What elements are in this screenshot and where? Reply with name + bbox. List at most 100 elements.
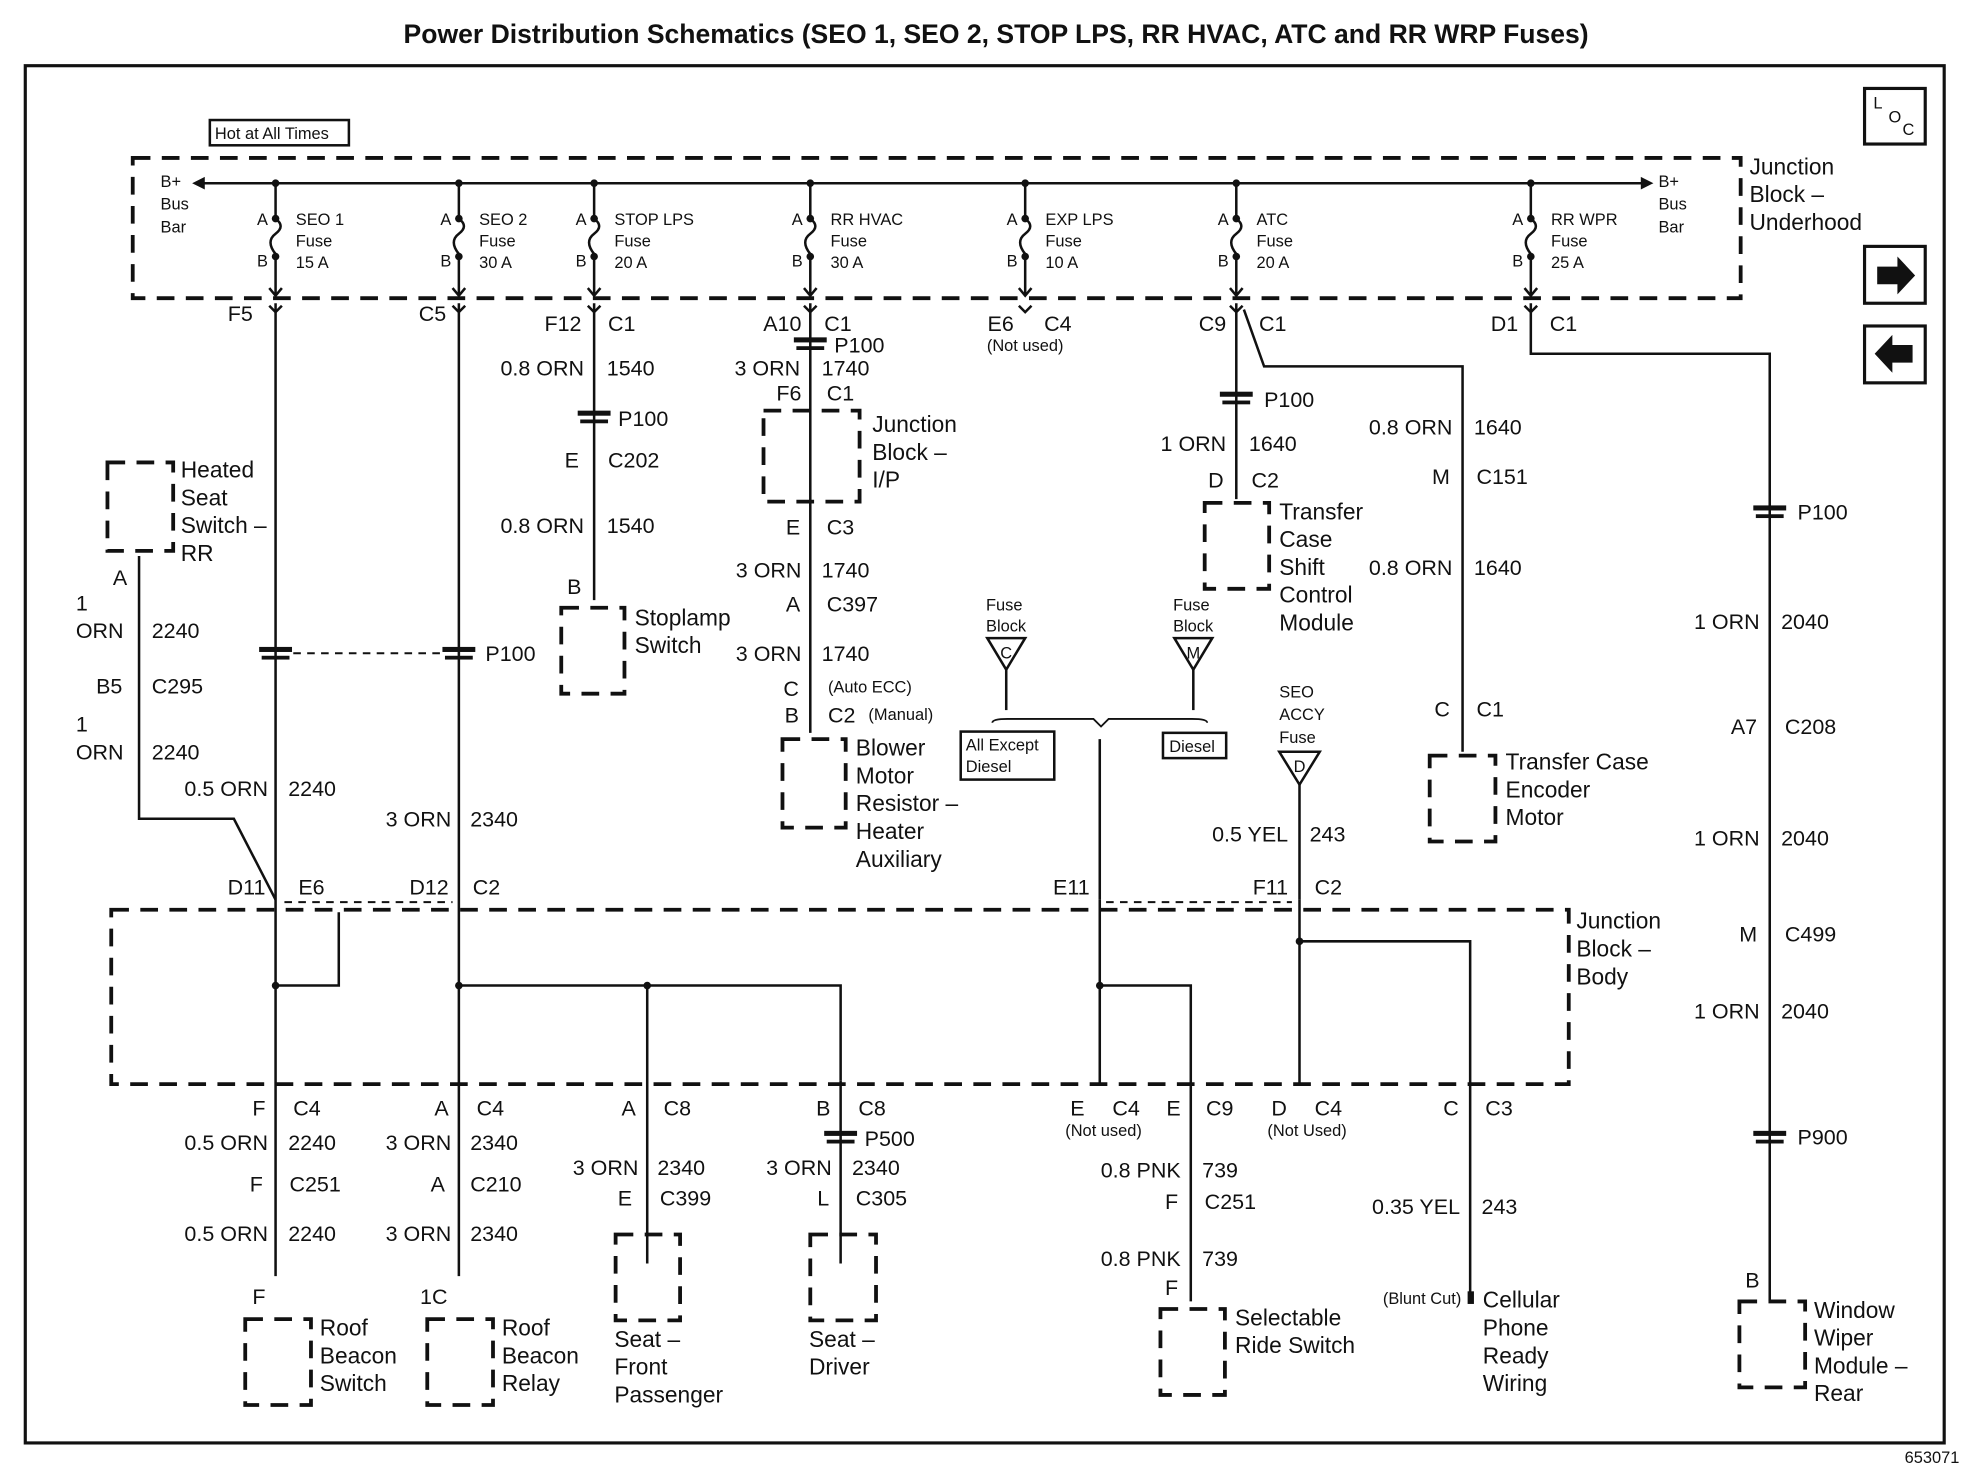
svg-text:Driver: Driver: [809, 1354, 870, 1380]
svg-text:Fuse: Fuse: [1279, 729, 1315, 747]
wire-gauge: 0.8 ORN: [1369, 556, 1453, 580]
next-page-button[interactable]: [1862, 244, 1927, 305]
splice-label: P100: [485, 642, 535, 666]
pin-label: B5: [96, 675, 122, 699]
svg-text:Switch: Switch: [320, 1370, 387, 1396]
pin-label: D: [1271, 1097, 1287, 1121]
wire-gauge: 3 ORN: [386, 1222, 452, 1246]
pin-label: E6: [988, 312, 1014, 336]
svg-text:Roof: Roof: [320, 1315, 369, 1341]
wire-gauge: 3 ORN: [386, 1131, 452, 1155]
svg-text:Seat –: Seat –: [614, 1326, 680, 1352]
hot-at-all-times-badge: Hot at All Times: [208, 118, 351, 147]
svg-text:Shift: Shift: [1279, 554, 1325, 580]
svg-text:Fuse: Fuse: [1173, 596, 1209, 614]
connector-label: C399: [660, 1186, 711, 1210]
loc-button[interactable]: L O C: [1862, 86, 1927, 146]
splice-p100-wpr: [1753, 505, 1787, 519]
busbar-right-label: B+ Bus Bar: [1659, 173, 1687, 236]
wire-circuit: 2340: [470, 1131, 518, 1155]
fuse-rating: 30 A: [831, 254, 864, 272]
fuse-pin-a: A: [440, 211, 451, 229]
stoplamp-switch-box: [559, 605, 627, 696]
pin-label: F: [250, 1173, 263, 1197]
wire-gauge: 0.5 ORN: [184, 1131, 268, 1155]
fuse-word: Fuse: [479, 232, 515, 250]
pin-label: F11: [1253, 876, 1288, 900]
pin-label: E: [786, 515, 800, 539]
connector-label: C8: [858, 1097, 885, 1121]
fuse-name: RR HVAC: [831, 211, 904, 229]
fuse-symbol-icon: [1524, 217, 1538, 255]
svg-text:Cellular: Cellular: [1483, 1287, 1561, 1313]
junction-block-ip-label: Junction Block – I/P: [872, 411, 957, 493]
fuse-pin-a: A: [1218, 211, 1229, 229]
connector-label: C4: [1112, 1097, 1140, 1121]
pin-label: A: [786, 593, 801, 617]
note-label: (Manual): [868, 706, 933, 724]
wire-gauge: 0.8 PNK: [1101, 1247, 1182, 1271]
fuse-symbol-icon: [452, 217, 466, 255]
window-wiper-module-label: Window Wiper Module – Rear: [1814, 1297, 1908, 1406]
prev-page-button[interactable]: [1862, 324, 1927, 385]
pin-label: L: [817, 1186, 829, 1210]
pin-label: 1C: [420, 1285, 447, 1309]
svg-text:Encoder: Encoder: [1506, 776, 1591, 802]
wire-gauge: 0.8 ORN: [1369, 416, 1453, 440]
transfer-case-module-label: Transfer Case Shift Control Module: [1279, 498, 1363, 635]
splice-label: P100: [1798, 500, 1848, 524]
fuse-pin-b: B: [1007, 253, 1018, 271]
svg-text:Stoplamp: Stoplamp: [635, 604, 731, 630]
wire-circuit: 2240: [152, 619, 200, 643]
wire-circuit: 2340: [657, 1156, 705, 1180]
wire-ride: [1099, 984, 1193, 1302]
fuse-name: RR WPR: [1551, 211, 1618, 229]
wire-gauge: 3 ORN: [573, 1156, 639, 1180]
svg-text:Beacon: Beacon: [320, 1342, 397, 1368]
pin-label: C: [783, 677, 799, 701]
option-bracket: [991, 718, 1209, 728]
svg-text:Ready: Ready: [1483, 1342, 1549, 1368]
wire-gauge: 0.35 YEL: [1372, 1195, 1460, 1219]
fuse-pin-b: B: [257, 253, 268, 271]
wire-color: ORN: [76, 740, 124, 764]
svg-text:Blower: Blower: [856, 735, 926, 761]
pin-label: E: [618, 1186, 632, 1210]
fuse-rating: 30 A: [479, 254, 512, 272]
connector-label: C208: [1785, 715, 1836, 739]
stoplamp-switch-label: Stoplamp Switch: [635, 604, 731, 658]
svg-text:Auxiliary: Auxiliary: [856, 846, 943, 872]
connector-label: C3: [1485, 1097, 1512, 1121]
note-label: (Not Used): [1267, 1122, 1346, 1140]
connector-label: C4: [1315, 1097, 1343, 1121]
fuse-block-m: Fuse Block M: [1172, 596, 1215, 711]
heated-seat-switch-label: Heated Seat Switch – RR: [181, 457, 267, 566]
svg-text:Motor: Motor: [856, 762, 915, 788]
svg-text:Motor: Motor: [1506, 804, 1565, 830]
connector-label: C3: [827, 515, 854, 539]
svg-text:B+: B+: [1659, 173, 1680, 191]
seat-front-passenger-label: Seat – Front Passenger: [614, 1326, 723, 1408]
splice-label: P100: [1264, 388, 1314, 412]
pin-label: F6: [776, 382, 801, 406]
connector-label: C499: [1785, 922, 1836, 946]
fuse-name: EXP LPS: [1045, 211, 1113, 229]
pin-label: B: [1745, 1269, 1759, 1293]
svg-text:Hot at All Times: Hot at All Times: [215, 125, 329, 143]
fuse-rating: 20 A: [614, 254, 647, 272]
wire-gauge: 3 ORN: [736, 558, 802, 582]
pin-label: A7: [1731, 715, 1757, 739]
svg-text:Block –: Block –: [872, 439, 947, 465]
svg-text:Seat –: Seat –: [809, 1326, 875, 1352]
wire-circuit: 1640: [1474, 416, 1522, 440]
seat-front-passenger-box: [613, 1232, 682, 1323]
wire-heated-seat: [137, 555, 277, 901]
fuse-name: SEO 2: [479, 211, 527, 229]
connector-label: C397: [827, 593, 878, 617]
wire-circuit: 2240: [288, 1222, 336, 1246]
svg-text:Module –: Module –: [1814, 1352, 1908, 1378]
